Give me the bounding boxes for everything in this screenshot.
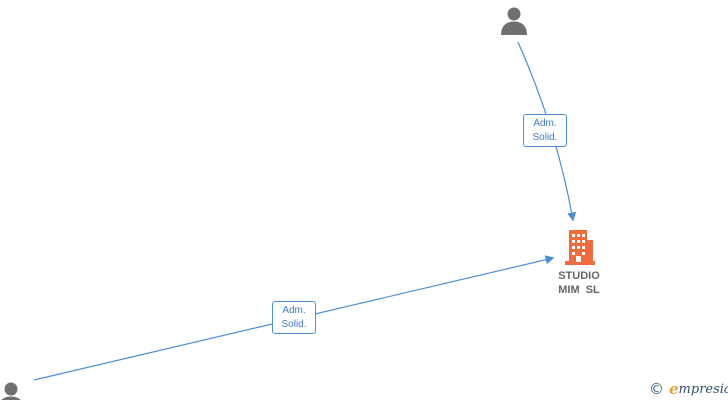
building-icon[interactable]: [565, 230, 595, 265]
edge-label[interactable]: Adm. Solid.: [523, 114, 567, 147]
company-name-line1: STUDIO: [558, 270, 600, 282]
edge-label-line2: Solid.: [532, 132, 558, 143]
edge-label-line1: Adm.: [282, 305, 306, 316]
empresia-logo-initial: e: [669, 380, 679, 398]
copyright-symbol: ©: [649, 380, 664, 398]
company-name-line2: MIM SL: [558, 284, 600, 296]
person-icon[interactable]: [0, 382, 24, 400]
edge-label-line1: Adm.: [533, 118, 557, 129]
edge-label[interactable]: Adm. Solid.: [272, 301, 316, 334]
empresia-logo-text: mpresia: [678, 381, 728, 397]
company-name-label[interactable]: STUDIO MIM SL: [538, 269, 620, 297]
edge-label-line2: Solid.: [281, 319, 307, 330]
empresia-watermark: © e mpresia: [649, 379, 728, 399]
person-icon[interactable]: [501, 7, 527, 36]
